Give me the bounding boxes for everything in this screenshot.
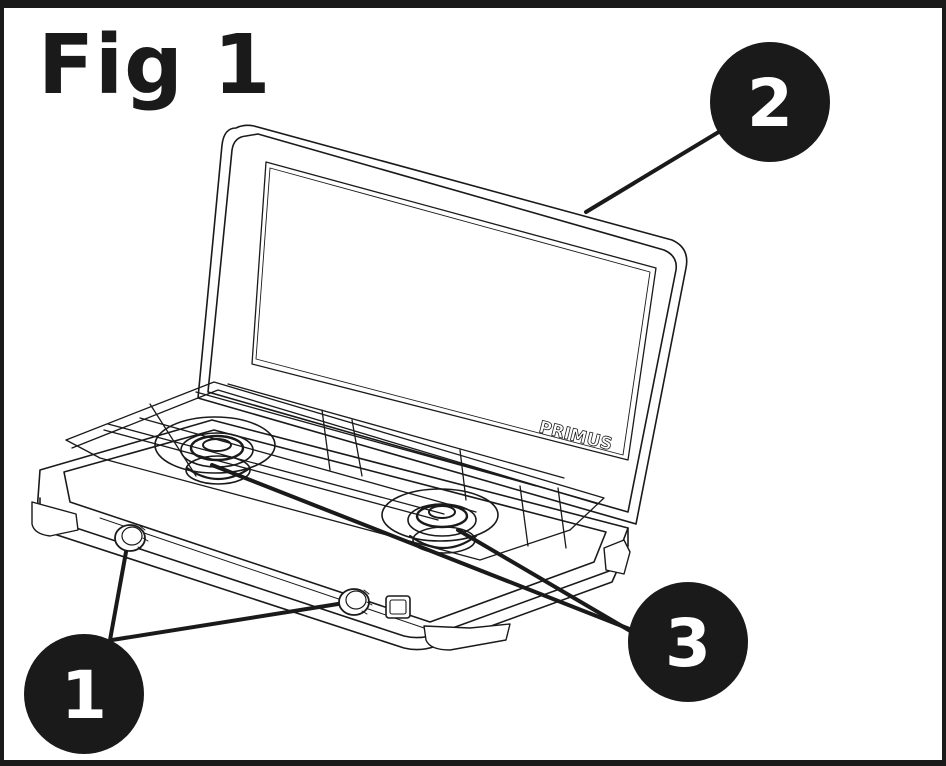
callout-1: 1 [24, 634, 144, 754]
ignition-button [386, 596, 410, 618]
brand-label: PRIMUS [537, 417, 614, 455]
leader-line-1b [112, 604, 338, 640]
leader-line-1a [110, 552, 126, 640]
leader-line-2 [586, 130, 722, 212]
callout-2: 2 [710, 42, 830, 162]
callout-3-number: 3 [665, 605, 711, 682]
callout-1-number: 1 [61, 657, 107, 734]
callout-3: 3 [628, 582, 748, 702]
callout-2-number: 2 [747, 65, 793, 142]
